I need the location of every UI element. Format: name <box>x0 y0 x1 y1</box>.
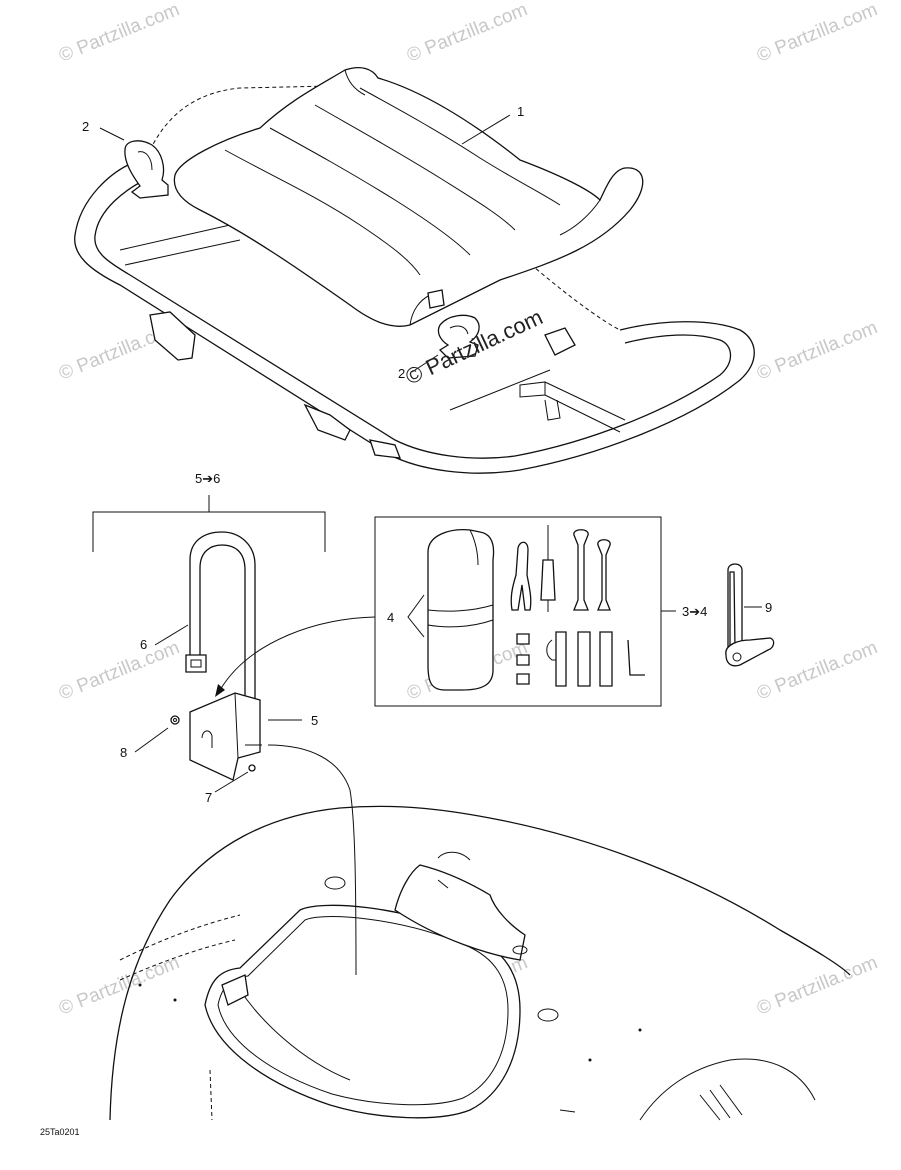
callout-8: 8 <box>120 745 127 760</box>
arrow-toolkit-to-bracket <box>215 616 376 697</box>
watermark: © Partzilla.com <box>754 317 881 384</box>
watermark: © Partzilla.com <box>754 637 881 704</box>
callout-9: 9 <box>765 600 772 615</box>
figure-id: 25Ta0201 <box>40 1127 80 1137</box>
callout-labels: 1 2 2 5➔6 6 5 8 7 4 3➔4 9 25Ta0201 <box>40 104 772 1137</box>
grab-handle-part-2 <box>124 140 480 359</box>
callout-2-center: 2 <box>398 366 405 381</box>
watermark: © Partzilla.com <box>754 0 881 67</box>
toolkit-box <box>374 516 676 707</box>
rear-fender-storage <box>109 805 851 1121</box>
callout-2-top: 2 <box>82 119 89 134</box>
watermark: © Partzilla.com <box>56 952 183 1019</box>
tool-part-9 <box>725 563 775 667</box>
watermark: © Partzilla.com <box>404 0 531 67</box>
leader-lines-rack <box>99 114 511 373</box>
bracket-group-bracket <box>92 495 326 552</box>
callout-5: 5 <box>311 713 318 728</box>
bracket-part-5 <box>170 692 262 781</box>
callout-3-4: 3➔4 <box>682 604 707 619</box>
callout-6: 6 <box>140 637 147 652</box>
callout-4: 4 <box>387 610 394 625</box>
leader-bracket-to-fender <box>267 744 357 976</box>
leader-lines-bracket <box>134 624 302 793</box>
callout-7: 7 <box>205 790 212 805</box>
callout-5-6: 5➔6 <box>195 471 220 486</box>
callout-1: 1 <box>517 104 524 119</box>
watermark: © Partzilla.com <box>754 952 881 1019</box>
watermark: © Partzilla.com <box>56 0 183 67</box>
rear-rack-assembly <box>74 67 755 474</box>
watermark: © Partzilla.com <box>56 637 183 704</box>
